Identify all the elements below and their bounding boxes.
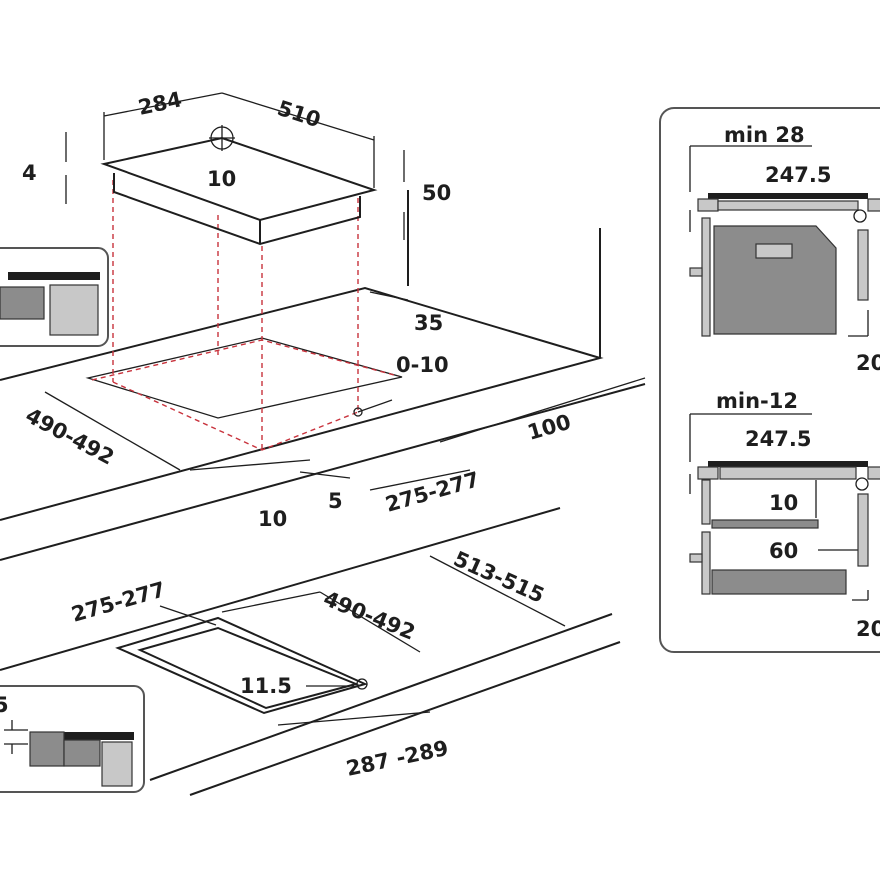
dim-bottom-gap: 5 <box>328 489 343 513</box>
left-detail-top <box>0 247 109 347</box>
dim-centre-247-top: 247.5 <box>765 163 831 187</box>
dim-centre-247-bottom: 247.5 <box>745 427 811 451</box>
dim-ledge: 11.5 <box>240 674 292 698</box>
top-view: 284 510 4 10 50 35 0-10 100 490-492 10 5… <box>0 87 646 561</box>
dim-min-12: min-12 <box>716 389 798 413</box>
dim-min-28: min 28 <box>724 123 805 147</box>
left-detail-bottom: 5 <box>0 685 145 793</box>
dim-bottom-offset: 10 <box>258 507 287 531</box>
dim-unit-height: 50 <box>422 181 451 205</box>
dim-depth-284: 284 <box>136 87 184 120</box>
dim-side-20-top: 20 <box>856 351 880 375</box>
dim-width-510: 510 <box>274 96 323 132</box>
dim-partial-5: 5 <box>0 693 9 717</box>
dim-cutout-width: 490-492 <box>22 403 118 469</box>
dim-glass-thickness: 4 <box>22 161 37 185</box>
dim-inner-width: 490-492 <box>320 586 418 644</box>
dim-rear-clearance: 35 <box>414 311 443 335</box>
dim-inner-depth: 275-277 <box>69 577 168 627</box>
dim-outer-depth: 287 -289 <box>344 736 450 781</box>
dim-outer-width: 513-515 <box>450 547 548 608</box>
dim-cutout-depth: 275-277 <box>383 467 482 517</box>
dim-gap-10: 10 <box>769 491 798 515</box>
dim-depth-60: 60 <box>769 539 798 563</box>
dim-centre-mark: 10 <box>207 167 236 191</box>
right-panel: min 28 247.5 20 min-12 247.5 10 60 20 <box>659 107 880 653</box>
dim-side-20-bottom: 20 <box>856 617 880 641</box>
dim-front-gap: 0-10 <box>396 353 449 377</box>
